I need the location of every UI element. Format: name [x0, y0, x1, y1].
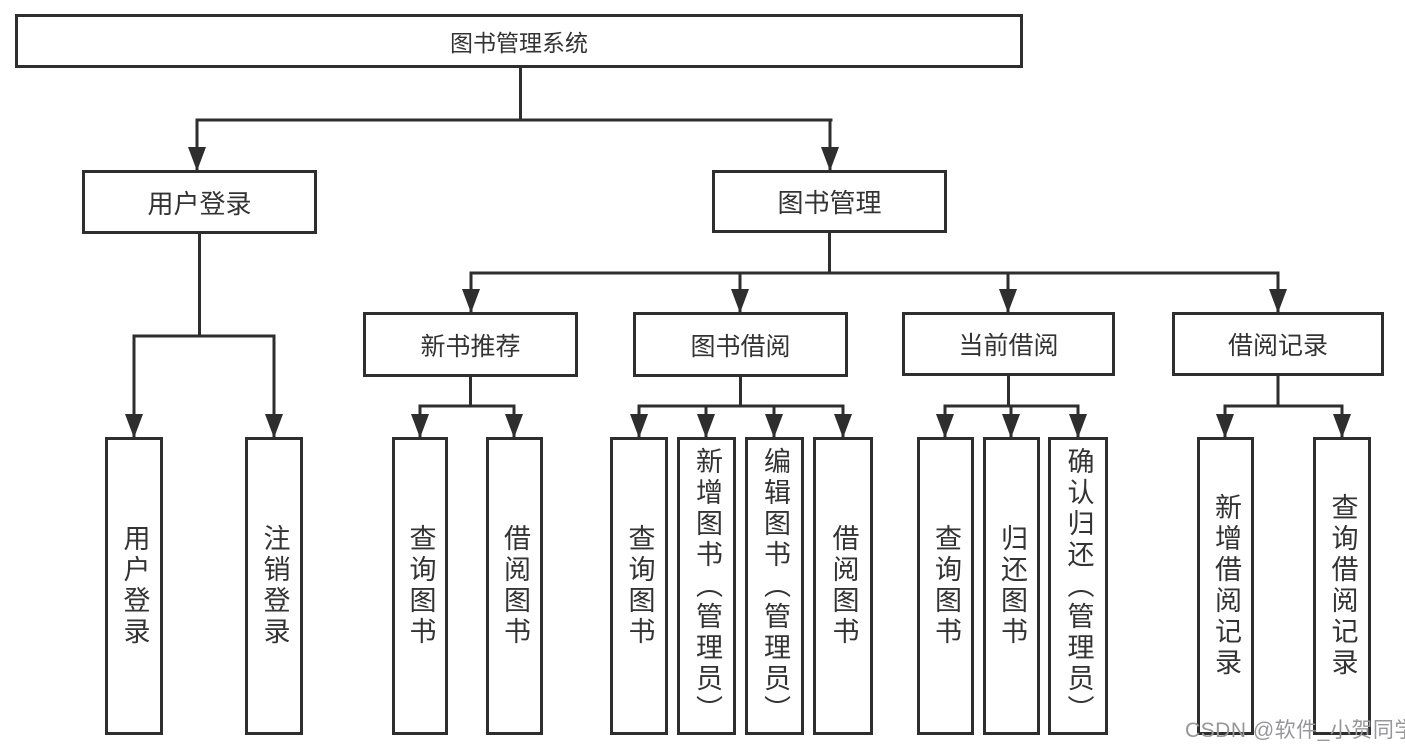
leaf-label: 查询图书 [931, 524, 961, 648]
node-user-login: 用户登录 [82, 170, 317, 234]
node-new-book-recommendation: 新书推荐 [363, 312, 578, 377]
node-label: 当前借阅 [958, 332, 1059, 360]
node-label: 新书推荐 [420, 332, 521, 361]
leaf-add-book-admin: 新增图书（管理员） [677, 437, 736, 735]
node-label: 借阅记录 [1227, 332, 1328, 360]
node-root-system: 图书管理系统 [15, 14, 1023, 68]
leaf-query-books-borrowing: 查询图书 [610, 437, 668, 735]
leaf-logout: 注销登录 [245, 437, 303, 735]
node-book-management: 图书管理 [712, 170, 947, 233]
leaf-confirm-return-admin: 确认归还（管理员） [1048, 437, 1108, 735]
leaf-return-books: 归还图书 [983, 437, 1040, 735]
node-current-borrowing: 当前借阅 [902, 312, 1115, 376]
watermark: CSDN @软件_小贺同学 [1185, 719, 1405, 742]
node-label: 图书借阅 [690, 332, 791, 361]
leaf-label: 新增图书（管理员） [692, 446, 722, 726]
leaf-label: 查询借阅记录 [1327, 493, 1358, 679]
node-label: 图书管理 [777, 188, 882, 218]
leaf-label: 编辑图书（管理员） [760, 446, 790, 726]
node-label: 用户登录 [147, 188, 252, 219]
leaf-query-borrow-record: 查询借阅记录 [1313, 437, 1371, 735]
leaf-label: 注销登录 [259, 524, 290, 648]
leaf-borrow-books-recommend: 借阅图书 [486, 437, 543, 735]
leaf-label: 归还图书 [997, 524, 1027, 648]
leaf-label: 用户登录 [119, 524, 150, 648]
leaf-edit-book-admin: 编辑图书（管理员） [745, 437, 804, 735]
leaf-label: 查询图书 [624, 524, 655, 648]
leaf-add-borrow-record: 新增借阅记录 [1197, 437, 1254, 735]
leaf-label: 查询图书 [405, 524, 436, 648]
leaf-label: 确认归还（管理员） [1063, 446, 1094, 726]
leaf-user-login: 用户登录 [105, 437, 163, 735]
node-borrowing-records: 借阅记录 [1172, 312, 1384, 376]
leaf-label: 借阅图书 [828, 524, 859, 648]
leaf-label: 新增借阅记录 [1211, 493, 1241, 679]
node-label: 图书管理系统 [450, 30, 588, 56]
leaf-query-books-recommend: 查询图书 [392, 437, 448, 735]
leaf-label: 借阅图书 [500, 524, 530, 648]
leaf-query-books-current: 查询图书 [917, 437, 974, 735]
leaf-borrow-books: 借阅图书 [813, 437, 873, 735]
node-book-borrowing: 图书借阅 [633, 312, 848, 377]
